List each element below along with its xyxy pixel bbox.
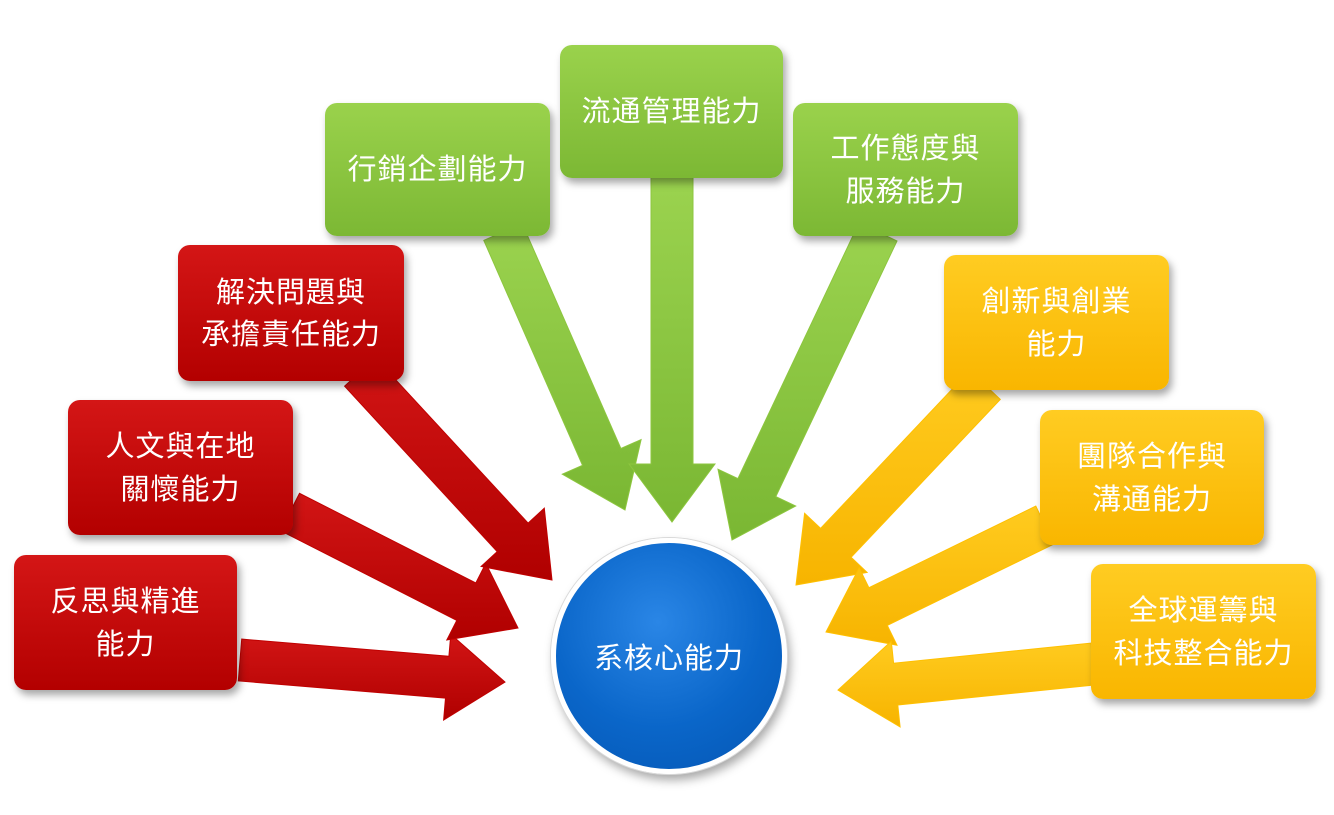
box-marketing-planning: 行銷企劃能力 (325, 103, 550, 236)
arrow-problem-to-center (343, 357, 553, 581)
arrow-innovation-to-center (795, 369, 1002, 586)
box-work-attitude-service: 工作態度與 服務能力 (793, 103, 1018, 236)
box-teamwork-communication: 團隊合作與 溝通能力 (1040, 410, 1264, 545)
arrow-marketing-to-center (483, 222, 642, 511)
box-label: 團隊合作與 溝通能力 (1076, 439, 1227, 516)
arrow-logistics-to-center (628, 175, 716, 523)
arrow-global-to-center (837, 640, 1096, 728)
arrow-teamwork-to-center (825, 505, 1055, 646)
box-label: 人文與在地 關懷能力 (105, 429, 256, 506)
center-core-competency-circle: 系核心能力 (551, 538, 787, 774)
box-global-logistics-tech: 全球運籌與 科技整合能力 (1091, 564, 1316, 699)
box-label: 全球運籌與 科技整合能力 (1113, 593, 1294, 670)
box-label: 創新與創業 能力 (981, 284, 1132, 361)
arrow-attitude-to-center (717, 222, 898, 541)
box-label: 工作態度與 服務能力 (830, 131, 981, 208)
box-distribution-management: 流通管理能力 (560, 45, 783, 178)
box-label: 解決問題與 承擔責任能力 (200, 274, 381, 351)
arrow-humanity-to-center (279, 492, 519, 641)
box-label: 行銷企劃能力 (347, 152, 528, 187)
box-label: 流通管理能力 (581, 94, 762, 129)
box-innovation-entrepreneurship: 創新與創業 能力 (944, 255, 1169, 390)
box-reflection-progress: 反思與精進 能力 (14, 555, 237, 690)
center-label: 系核心能力 (593, 641, 744, 675)
box-humanities-local-care: 人文與在地 關懷能力 (68, 400, 293, 535)
box-problem-solving: 解決問題與 承擔責任能力 (178, 245, 404, 381)
arrow-reflect-to-center (237, 633, 506, 722)
box-label: 反思與精進 能力 (50, 584, 201, 661)
